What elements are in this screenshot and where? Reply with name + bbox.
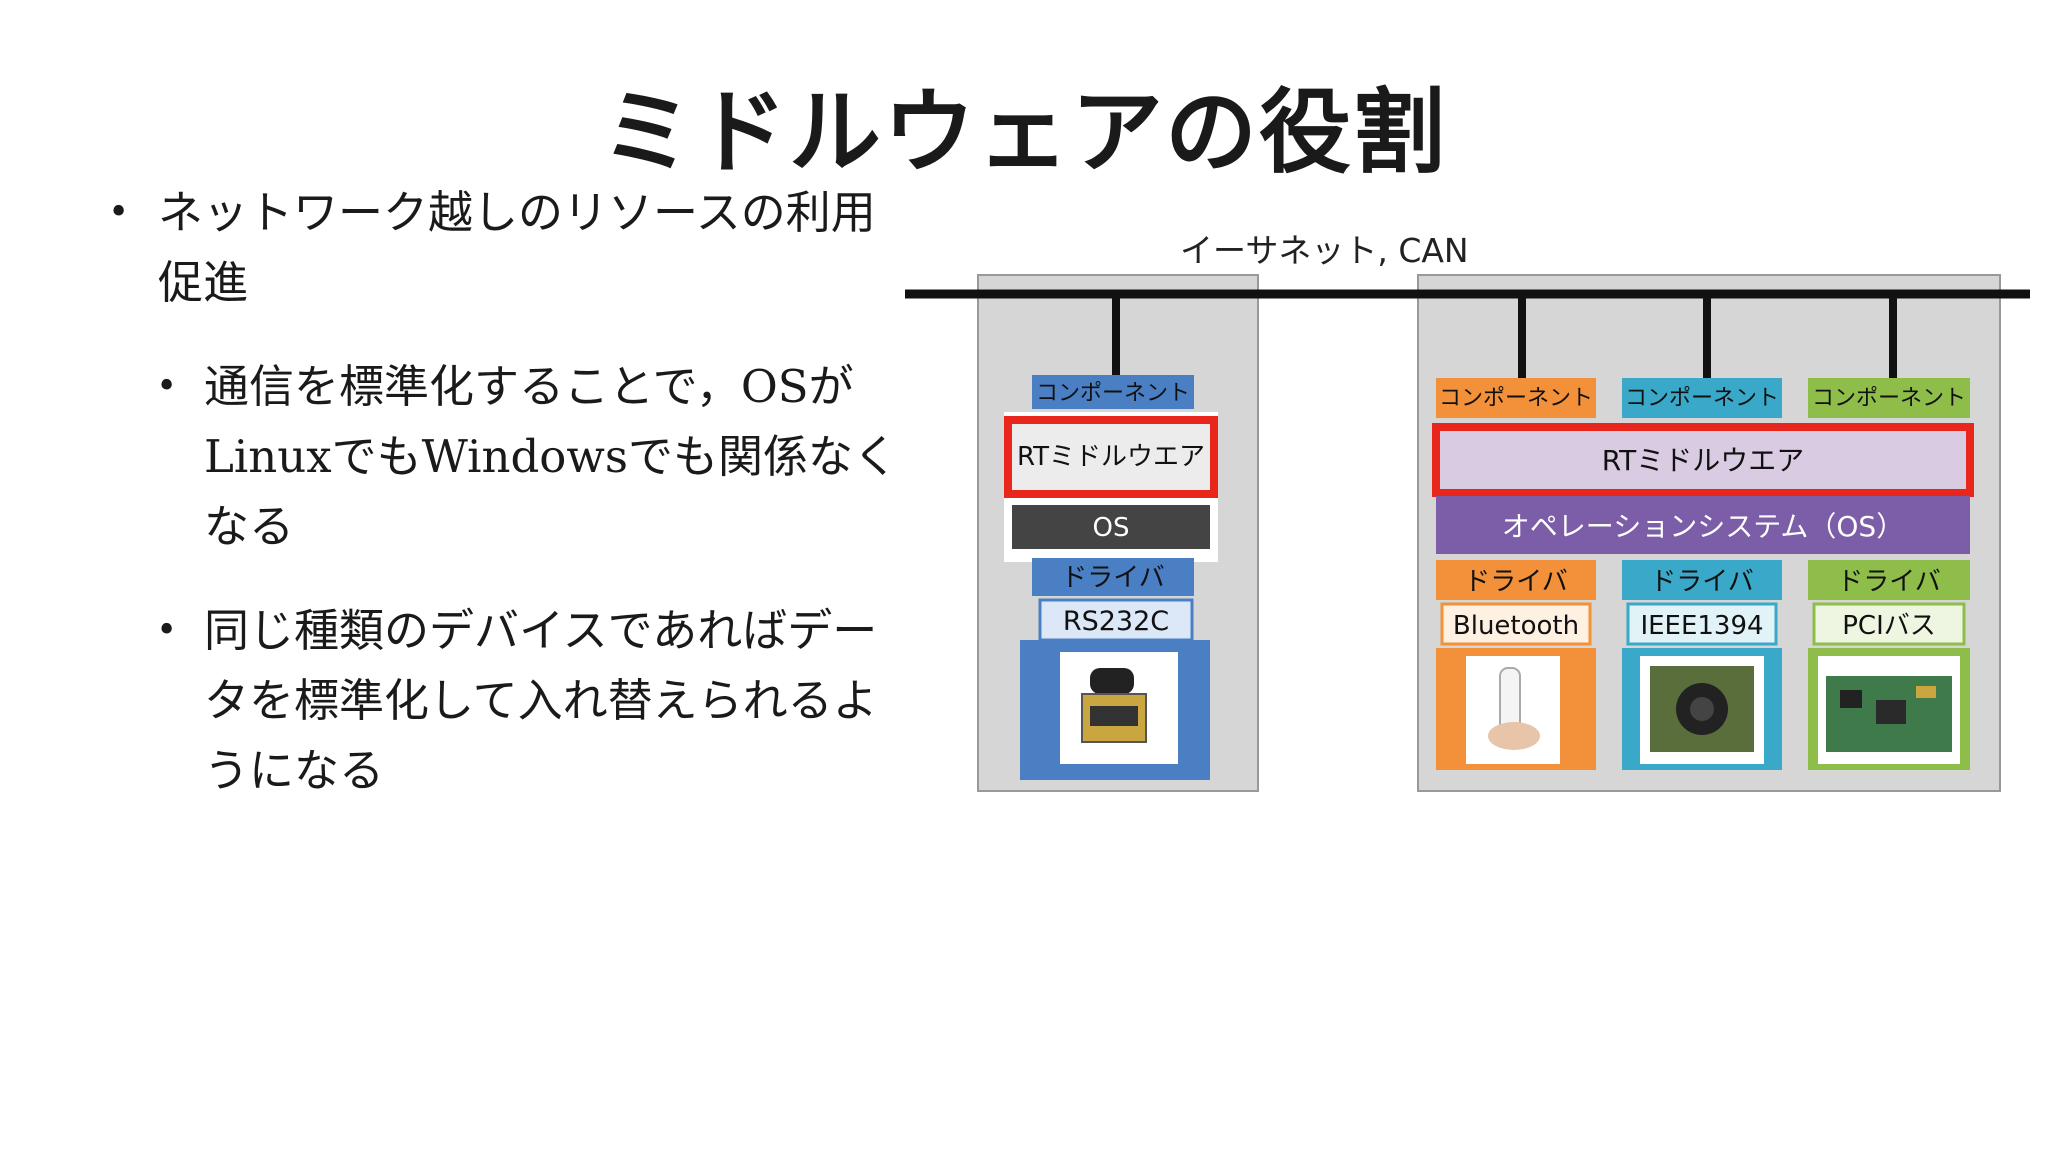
bullet-text: 同じ種類のデバイスであればデータを標準化して入れ替えられるようになる — [204, 604, 878, 797]
left-component-box — [1032, 375, 1194, 409]
slide-title: ミドルウェアの役割 — [600, 78, 1447, 186]
right-component-box-1 — [1436, 378, 1596, 418]
right-interface-label-1: Bluetooth — [1453, 611, 1579, 641]
right-interface-label-3: PCIバス — [1842, 611, 1936, 641]
left-middleware-box — [1004, 416, 1218, 498]
pci-board-icon — [1826, 676, 1952, 752]
right-component-box-2 — [1622, 378, 1782, 418]
left-driver-label: ドライバ — [1061, 563, 1164, 593]
right-driver-label-3: ドライバ — [1837, 567, 1940, 597]
right-interface-box-1 — [1440, 602, 1592, 646]
left-os-label: OS — [1093, 513, 1130, 543]
left-middleware-label: RTミドルウエア — [1017, 442, 1205, 472]
right-os-label: オペレーションシステム（OS） — [1502, 510, 1904, 543]
right-driver-box-1 — [1436, 560, 1596, 600]
right-middleware-label: RTミドルウエア — [1602, 444, 1805, 477]
right-driver-label-2: ドライバ — [1650, 567, 1753, 597]
bullet-list: • ネットワーク越しのリソースの利用促進 • 通信を標準化することで，OSがLi… — [108, 178, 908, 806]
right-os-box — [1436, 496, 1970, 554]
right-component-label-3: コンポーネント — [1812, 386, 1966, 411]
sub-bullet-item: • 同じ種類のデバイスであればデータを標準化して入れ替えられるようになる — [156, 596, 908, 806]
left-driver-box — [1032, 558, 1194, 596]
right-component-label-2: コンポーネント — [1625, 386, 1779, 411]
right-driver-box-2 — [1622, 560, 1782, 600]
wii-remote-icon — [1488, 667, 1540, 750]
right-driver-label-1: ドライバ — [1464, 567, 1567, 597]
bullet-dot: • — [108, 192, 130, 233]
right-interface-label-2: IEEE1394 — [1640, 611, 1763, 641]
network-label: イーサネット, CAN — [1180, 231, 1469, 270]
right-component-label-1: コンポーネント — [1439, 386, 1593, 411]
bullet-text: ネットワーク越しのリソースの利用促進 — [158, 186, 876, 309]
right-interface-box-2 — [1626, 602, 1778, 646]
bullet-item: • ネットワーク越しのリソースの利用促進 — [108, 178, 908, 318]
right-middleware-box — [1432, 423, 1974, 497]
camera-board-icon — [1650, 666, 1754, 752]
bullet-dot: • — [156, 366, 178, 407]
left-os-box — [1012, 505, 1210, 549]
bullet-dot: • — [156, 610, 178, 651]
right-interface-box-3 — [1812, 602, 1966, 646]
sub-bullet-item: • 通信を標準化することで，OSがLinuxでもWindowsでも関係なくなる — [156, 352, 908, 562]
right-component-box-3 — [1808, 378, 1970, 418]
left-component-label: コンポーネント — [1036, 381, 1190, 406]
left-interface-label: RS232C — [1063, 606, 1169, 637]
laser-range-finder-icon — [1081, 668, 1147, 743]
bullet-text: 通信を標準化することで，OSがLinuxでもWindowsでも関係なくなる — [204, 360, 898, 553]
right-driver-box-3 — [1808, 560, 1970, 600]
